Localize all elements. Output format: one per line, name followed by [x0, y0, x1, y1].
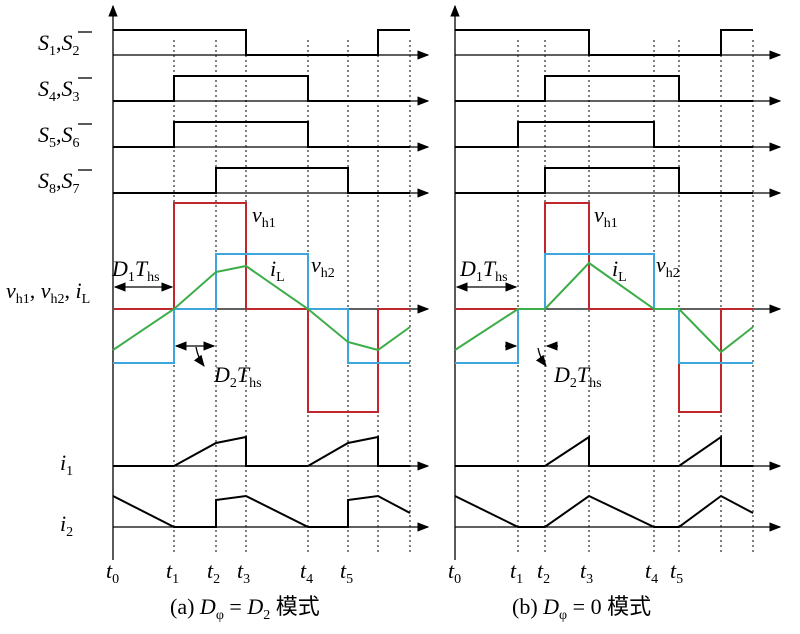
label-d2ths-a: D2Ths	[213, 362, 262, 391]
label-vh2-a: vh2	[311, 252, 335, 281]
label-d1ths-b: D1Ths	[459, 256, 508, 285]
signal-s5-a	[113, 121, 410, 148]
signal-s4-a	[113, 75, 410, 102]
signal-i1-b	[455, 435, 753, 467]
tick-t1-a: t1	[166, 558, 179, 587]
tick-t5-a: t5	[340, 558, 353, 587]
signal-iL-b	[454, 261, 754, 354]
label-s1-s2: S1,S2	[38, 30, 80, 59]
signal-i2-a	[112, 494, 411, 528]
caption-b: (b) Dφ = 0 模式	[512, 594, 651, 623]
signal-vh1-b	[455, 202, 753, 413]
signal-vh1-a	[113, 202, 410, 413]
tick-t3-a: t3	[237, 558, 250, 587]
tick-t0-b: t0	[448, 558, 461, 587]
label-vh1-b: vh1	[594, 202, 618, 231]
signal-s5-b	[455, 121, 753, 148]
tick-t0-a: t0	[106, 558, 119, 587]
d2ths-pointer-b	[535, 347, 547, 367]
signal-i2-b	[454, 494, 754, 528]
d2ths-pointer-a	[193, 346, 205, 367]
signal-vh2-a	[113, 253, 410, 364]
signal-iL-a	[112, 264, 411, 352]
label-i2: i2	[60, 511, 73, 540]
tick-t4-a: t4	[300, 558, 313, 587]
signal-s8-b	[455, 167, 753, 194]
signal-s4-b	[455, 75, 753, 102]
signal-vh2-b	[455, 253, 753, 364]
tick-t2-b: t2	[537, 558, 550, 587]
signal-s1-a	[113, 29, 410, 56]
label-vh2-b: vh2	[656, 252, 680, 281]
signal-i1-a	[113, 435, 410, 467]
tick-t3-b: t3	[580, 558, 593, 587]
label-vh1-vh2-iL: vh1, vh2, iL	[6, 278, 90, 307]
panel-b	[450, 4, 782, 560]
tick-t5-b: t5	[670, 558, 683, 587]
caption-a: (a) Dφ = D2 模式	[170, 594, 320, 623]
signal-s8-a	[113, 167, 410, 194]
label-iL-b: iL	[612, 256, 627, 285]
label-iL-a: iL	[270, 256, 285, 285]
tick-t1-b: t1	[510, 558, 523, 587]
label-d1ths-a: D1Ths	[111, 256, 160, 285]
label-s8-s7: S8,S7	[38, 168, 80, 197]
label-vh1-a: vh1	[252, 202, 276, 231]
signal-s1-b	[455, 29, 753, 56]
tick-t2-a: t2	[207, 558, 220, 587]
tick-t4-b: t4	[645, 558, 658, 587]
label-d2ths-b: D2Ths	[553, 362, 602, 391]
panel-a	[108, 4, 430, 560]
label-s4-s3: S4,S3	[38, 76, 80, 105]
label-s5-s6: S5,S6	[38, 122, 80, 151]
label-i1: i1	[60, 450, 73, 479]
